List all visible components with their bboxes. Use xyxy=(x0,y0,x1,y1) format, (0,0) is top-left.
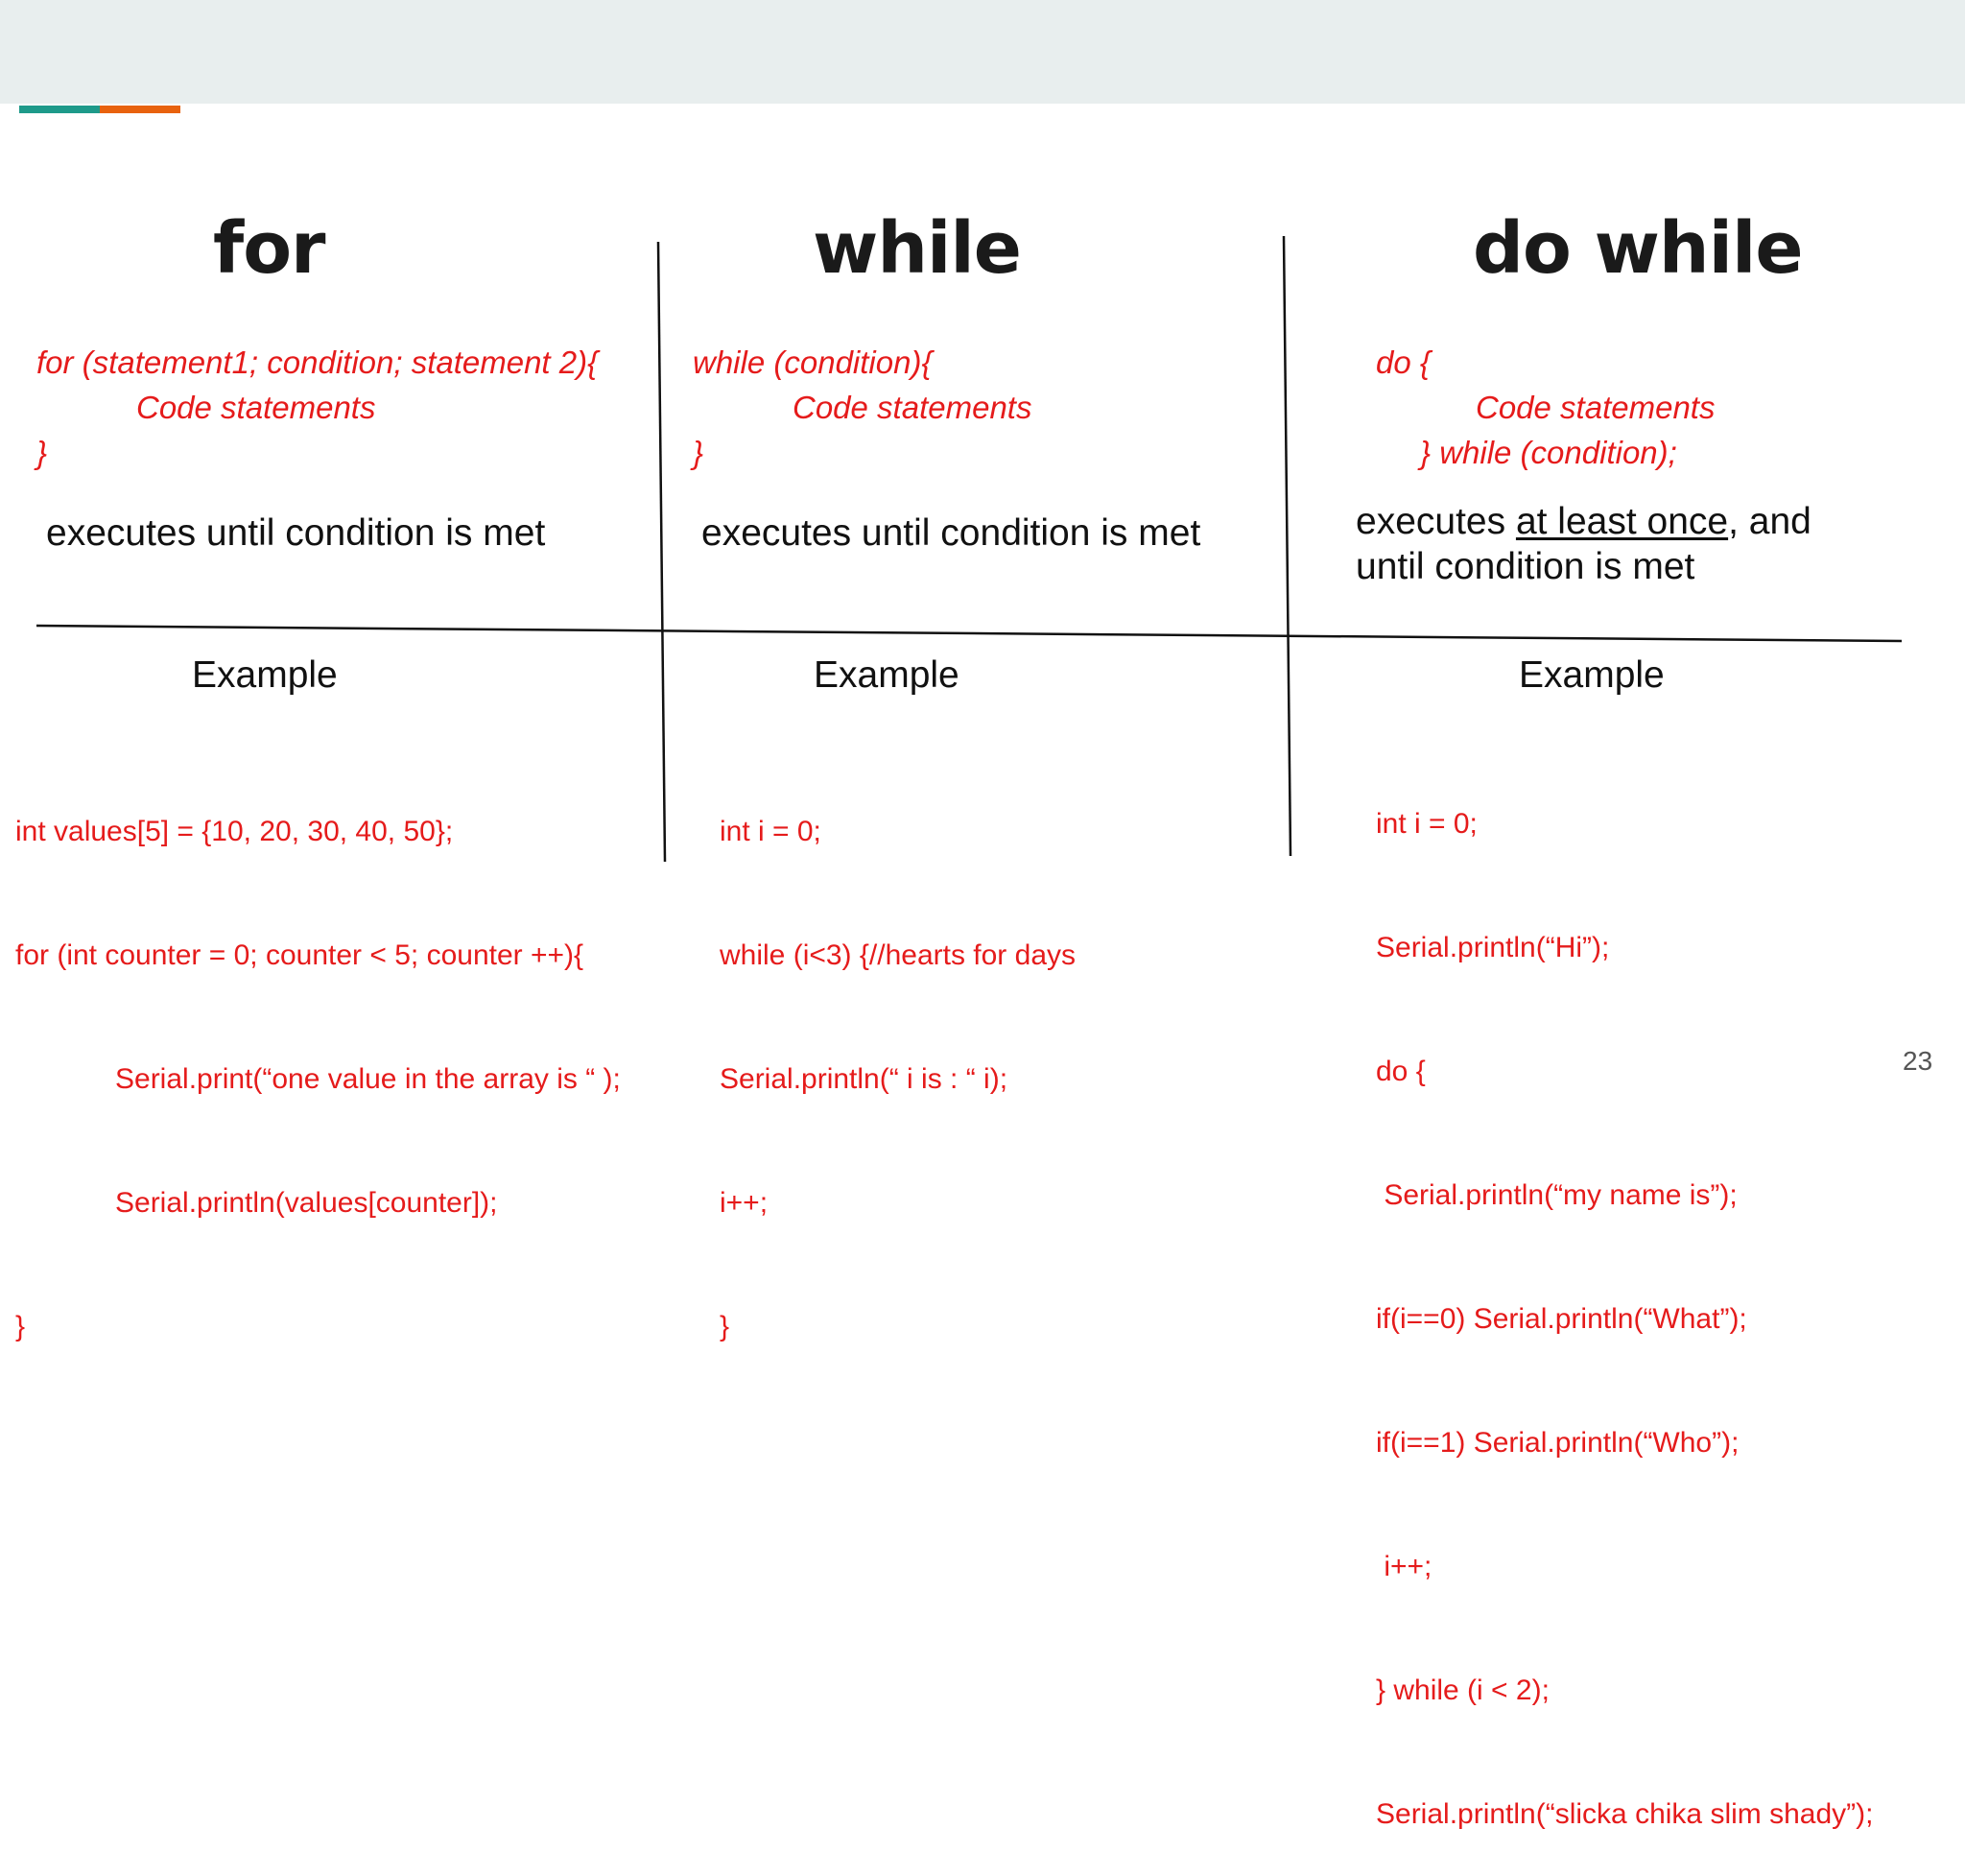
accent-bar-teal xyxy=(19,106,100,113)
syntax-for: for (statement1; condition; statement 2)… xyxy=(36,340,598,475)
code-line: for (int counter = 0; counter < 5; count… xyxy=(15,939,584,971)
syntax-line: Code statements xyxy=(136,390,376,425)
code-line: Serial.println(“my name is”); xyxy=(1376,1179,1738,1211)
example-label-do-while: Example xyxy=(1519,654,1665,696)
description-prefix: executes xyxy=(1356,501,1516,542)
horizontal-divider xyxy=(36,624,1903,643)
code-line: do { xyxy=(1376,1056,1426,1087)
code-line: } while (i < 2); xyxy=(1376,1674,1550,1706)
vertical-divider-1 xyxy=(656,241,667,863)
syntax-line: do { xyxy=(1376,344,1431,380)
syntax-line: } while (condition); xyxy=(1420,435,1677,470)
code-line: int i = 0; xyxy=(1376,808,1478,840)
header-bar xyxy=(0,0,1965,104)
grid-lines xyxy=(36,235,1903,863)
code-line: if(i==0) Serial.println(“What”); xyxy=(1376,1303,1747,1335)
example-label-while: Example xyxy=(814,654,959,696)
code-line: i++; xyxy=(720,1187,769,1219)
emphasis-at-least-once: at least once xyxy=(1515,501,1729,542)
syntax-line: } xyxy=(36,435,48,470)
accent-bar-orange xyxy=(100,106,180,113)
description-line: executes at least once, and xyxy=(1356,499,1811,544)
code-example-for: int values[5] = {10, 20, 30, 40, 50}; fo… xyxy=(15,728,621,1389)
syntax-line: while (condition){ xyxy=(693,344,933,380)
syntax-do-while: do { Code statements } while (condition)… xyxy=(1376,340,1715,475)
code-example-do-while: int i = 0; Serial.println(“Hi”); do { Se… xyxy=(1376,721,1873,1876)
code-line: } xyxy=(720,1311,730,1342)
syntax-line: Code statements xyxy=(793,390,1032,425)
page-number: 23 xyxy=(1903,1046,1933,1076)
code-line: while (i<3) {//hearts for days xyxy=(720,939,1077,971)
heading-while: while xyxy=(813,207,1022,290)
vertical-divider-2 xyxy=(1282,235,1292,857)
code-line: int i = 0; xyxy=(720,816,821,847)
syntax-line: } xyxy=(693,435,704,470)
description-while: executes until condition is met xyxy=(701,512,1201,554)
code-line: Serial.print(“one value in the array is … xyxy=(115,1063,621,1095)
heading-for: for xyxy=(213,207,326,290)
code-line: int values[5] = {10, 20, 30, 40, 50}; xyxy=(15,816,454,847)
code-line: Serial.println(“Hi”); xyxy=(1376,932,1610,963)
code-line: i++; xyxy=(1376,1551,1432,1582)
syntax-line: for (statement1; condition; statement 2)… xyxy=(36,344,599,380)
description-for: executes until condition is met xyxy=(46,512,546,554)
code-line: } xyxy=(15,1311,26,1342)
code-line: Serial.println(“slicka chika slim shady”… xyxy=(1376,1798,1874,1830)
example-label-for: Example xyxy=(192,654,338,696)
description-line: until condition is met xyxy=(1356,546,1695,587)
description-suffix: , and xyxy=(1728,501,1811,542)
code-line: if(i==1) Serial.println(“Who”); xyxy=(1376,1427,1740,1459)
heading-do-while: do while xyxy=(1473,207,1804,290)
syntax-line: Code statements xyxy=(1476,390,1716,425)
description-do-while: executes at least once, and until condit… xyxy=(1356,499,1811,589)
syntax-while: while (condition){ Code statements } xyxy=(693,340,1031,475)
code-line: Serial.println(values[counter]); xyxy=(115,1187,498,1219)
code-example-while: int i = 0; while (i<3) {//hearts for day… xyxy=(720,728,1076,1389)
code-line: Serial.println(“ i is : “ i); xyxy=(720,1063,1008,1095)
